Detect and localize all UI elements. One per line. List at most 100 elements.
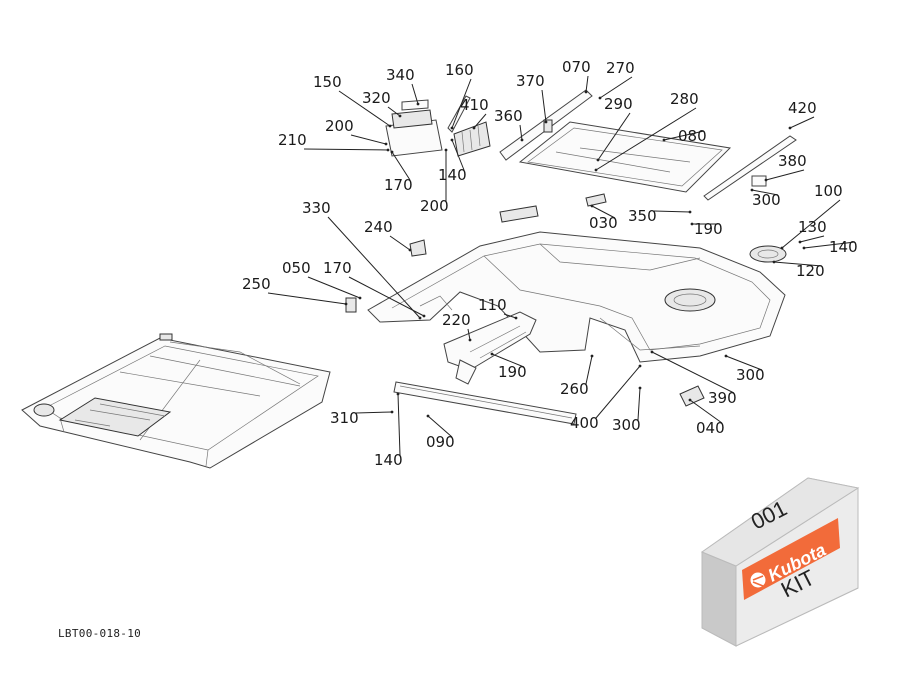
- part-number-360: 360: [494, 107, 523, 125]
- leader-line-200: [350, 134, 387, 145]
- leader-line-220: [467, 328, 471, 341]
- part-number-420: 420: [788, 99, 817, 117]
- leader-line-370: [541, 89, 547, 123]
- leader-end-140: [802, 246, 806, 250]
- leader-end-370: [544, 120, 548, 124]
- leader-end-290: [596, 158, 600, 162]
- leader-end-420: [788, 126, 792, 130]
- part-number-290: 290: [604, 95, 633, 113]
- leader-line-040: [689, 399, 723, 424]
- leader-line-030: [591, 205, 616, 219]
- leader-line-340: [411, 83, 419, 105]
- leader-line-310: [355, 411, 393, 414]
- part-number-190: 190: [498, 363, 527, 381]
- leader-end-200: [444, 148, 448, 152]
- part-number-380: 380: [778, 152, 807, 170]
- leader-line-280: [595, 107, 697, 171]
- leader-end-390: [650, 350, 654, 354]
- leader-line-160: [451, 78, 472, 129]
- leader-end-150: [388, 124, 392, 128]
- part-number-050: 050: [282, 259, 311, 277]
- part-number-030: 030: [589, 214, 618, 232]
- leader-line-410: [473, 113, 487, 129]
- part-number-150: 150: [313, 73, 342, 91]
- leader-line-380: [765, 169, 805, 181]
- kit-box: Kubota 001 KIT: [700, 477, 860, 647]
- leader-line-090: [427, 415, 453, 438]
- part-number-320: 320: [362, 89, 391, 107]
- part-number-310: 310: [330, 409, 359, 427]
- leader-line-170: [391, 151, 411, 181]
- leader-end-310: [390, 410, 394, 414]
- leader-end-160: [450, 126, 454, 130]
- document-code: LBT00-018-10: [58, 627, 142, 640]
- leader-line-140: [451, 139, 465, 171]
- part-number-270: 270: [606, 59, 635, 77]
- part-number-330: 330: [302, 199, 331, 217]
- part-number-070: 070: [562, 58, 591, 76]
- leader-line-100: [781, 199, 841, 249]
- leader-line-250: [267, 292, 347, 305]
- part-number-240: 240: [364, 218, 393, 236]
- headliner-panel: [367, 231, 786, 363]
- leader-end-170: [422, 314, 426, 318]
- roof-panel-080: [518, 121, 732, 193]
- leader-line-390: [651, 351, 735, 394]
- part-number-040: 040: [696, 419, 725, 437]
- leader-end-090: [426, 414, 430, 418]
- rail-420: [703, 135, 797, 201]
- leader-end-410: [472, 126, 476, 130]
- leader-end-380: [764, 178, 768, 182]
- part-number-170: 170: [384, 176, 413, 194]
- bracket-150: [385, 99, 443, 157]
- clip-240: [409, 239, 427, 257]
- leader-line-290: [597, 112, 631, 161]
- leader-end-270: [598, 96, 602, 100]
- leader-line-300: [751, 189, 779, 196]
- leader-line-270: [599, 76, 633, 99]
- leader-end-130: [798, 240, 802, 244]
- leader-end-080: [662, 138, 666, 142]
- leader-end-300: [638, 386, 642, 390]
- leader-end-300: [750, 188, 754, 192]
- leader-line-050: [307, 276, 361, 299]
- leader-end-190: [490, 352, 494, 356]
- part-number-200: 200: [325, 117, 354, 135]
- leader-end-030: [590, 204, 594, 208]
- part-number-140: 140: [438, 166, 467, 184]
- leader-end-220: [468, 338, 472, 342]
- leader-line-210: [303, 148, 389, 151]
- part-number-300: 300: [612, 416, 641, 434]
- part-number-370: 370: [516, 72, 545, 90]
- leader-end-280: [594, 168, 598, 172]
- leader-line-300: [725, 355, 763, 371]
- leader-line-240: [389, 235, 411, 251]
- leader-end-350: [688, 210, 692, 214]
- part-number-400: 400: [570, 414, 599, 432]
- leader-line-420: [789, 116, 815, 129]
- leader-line-080: [663, 130, 705, 141]
- leader-end-240: [408, 248, 412, 252]
- duct-110: [443, 311, 537, 385]
- leader-end-140: [450, 138, 454, 142]
- part-number-250: 250: [242, 275, 271, 293]
- leader-end-040: [688, 398, 692, 402]
- part-number-080: 080: [678, 127, 707, 145]
- clip-380: [751, 175, 767, 187]
- leader-end-400: [638, 364, 642, 368]
- leader-line-170: [348, 276, 425, 317]
- leader-line-070: [585, 75, 589, 93]
- leader-end-320: [398, 114, 402, 118]
- leader-line-140: [803, 241, 856, 249]
- part-number-280: 280: [670, 90, 699, 108]
- part-number-390: 390: [708, 389, 737, 407]
- part-number-130: 130: [798, 218, 827, 236]
- leader-end-170: [390, 150, 394, 154]
- leader-end-360: [520, 138, 524, 142]
- part-number-160: 160: [445, 61, 474, 79]
- part-number-140: 140: [829, 238, 858, 256]
- part-number-140: 140: [374, 451, 403, 469]
- bar-090: [393, 381, 577, 425]
- leader-line-360: [519, 124, 523, 141]
